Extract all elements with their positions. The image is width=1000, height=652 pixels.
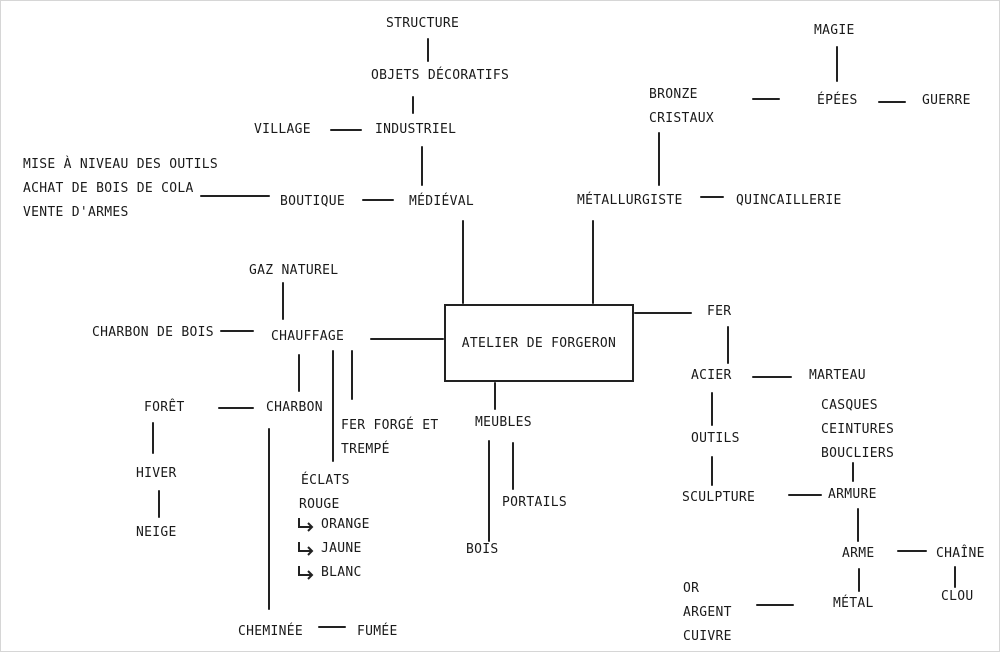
boutique-item: VENTE D'ARMES (23, 205, 129, 220)
node-arme: ARME (842, 546, 875, 561)
node-epees: ÉPÉES (817, 93, 858, 108)
node-village: VILLAGE (254, 122, 311, 137)
node-armure-items: CASQUES CEINTURES BOUCLIERS (821, 394, 894, 466)
node-eclats: ÉCLATS ROUGE (299, 469, 350, 517)
node-chauffage: CHAUFFAGE (271, 329, 345, 344)
node-charbon-de-bois: CHARBON DE BOIS (92, 325, 214, 340)
armure-item: BOUCLIERS (821, 446, 895, 461)
node-couleurs: ORANGE JAUNE BLANC (321, 513, 370, 585)
node-fer-forge: FER FORGÉ ET TREMPÉ (341, 414, 439, 462)
node-boutique-items: MISE À NIVEAU DES OUTILS ACHAT DE BOIS D… (23, 153, 218, 225)
eclats-line: ÉCLATS (301, 473, 350, 488)
metal-item: ARGENT (683, 605, 732, 620)
fer-forge-line: FER FORGÉ ET (341, 418, 439, 433)
node-meubles: MEUBLES (475, 415, 532, 430)
eclats-line: ROUGE (299, 497, 340, 512)
node-marteau: MARTEAU (809, 368, 866, 383)
node-cristaux: CRISTAUX (649, 111, 715, 126)
node-magie: MAGIE (814, 23, 855, 38)
armure-item: CEINTURES (821, 422, 895, 437)
node-neige: NEIGE (136, 525, 177, 540)
node-hiver: HIVER (136, 466, 177, 481)
node-fumee: FUMÉE (357, 624, 398, 639)
node-chaine: CHAÎNE (936, 546, 985, 561)
node-metal: MÉTAL (833, 596, 874, 611)
node-gaz-naturel: GAZ NATUREL (249, 263, 339, 278)
metal-item: OR (683, 581, 700, 596)
node-objets-decoratifs: OBJETS DÉCORATIFS (371, 68, 510, 83)
metal-item: CUIVRE (683, 629, 732, 644)
node-sculpture: SCULPTURE (682, 490, 756, 505)
boutique-item: MISE À NIVEAU DES OUTILS (23, 157, 219, 172)
color-blanc: BLANC (321, 565, 362, 580)
node-structure: STRUCTURE (386, 16, 460, 31)
node-medieval: MÉDIÉVAL (409, 194, 475, 209)
node-acier: ACIER (691, 368, 732, 383)
node-outils: OUTILS (691, 431, 740, 446)
node-metallurgiste: MÉTALLURGISTE (577, 193, 683, 208)
node-fer: FER (707, 304, 732, 319)
boutique-item: ACHAT DE BOIS DE COLA (23, 181, 194, 196)
fer-forge-line: TREMPÉ (341, 442, 390, 457)
center-node-atelier: ATELIER DE FORGERON (444, 304, 634, 382)
node-industriel: INDUSTRIEL (375, 122, 457, 137)
node-foret: FORÊT (144, 400, 185, 415)
node-charbon: CHARBON (266, 400, 323, 415)
node-guerre: GUERRE (922, 93, 971, 108)
armure-item: CASQUES (821, 398, 878, 413)
node-boutique: BOUTIQUE (280, 194, 346, 209)
node-clou: CLOU (941, 589, 974, 604)
node-quincaillerie: QUINCAILLERIE (736, 193, 842, 208)
node-armure: ARMURE (828, 487, 877, 502)
color-orange: ORANGE (321, 517, 370, 532)
color-jaune: JAUNE (321, 541, 362, 556)
node-metal-items: OR ARGENT CUIVRE (683, 577, 732, 649)
node-bronze: BRONZE (649, 87, 698, 102)
node-cheminee: CHEMINÉE (238, 624, 304, 639)
node-portails: PORTAILS (502, 495, 568, 510)
node-bois: BOIS (466, 542, 499, 557)
node-bronze-cristaux: BRONZE CRISTAUX (649, 83, 714, 131)
